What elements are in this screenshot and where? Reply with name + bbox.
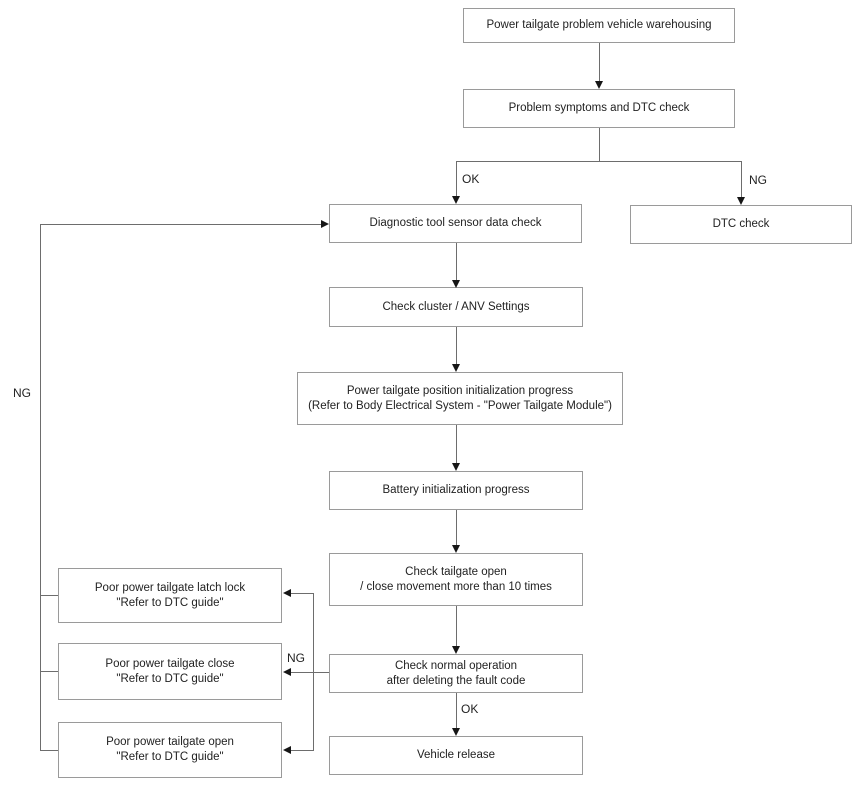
edge-label-ok-branch: OK (462, 172, 480, 186)
node-vehicle-release: Vehicle release (329, 736, 583, 775)
arrowhead-down-vehicle-release-icon (452, 728, 460, 736)
edge-label-ng-branch: NG (749, 173, 767, 187)
edge-label-ng-left-feedback: NG (13, 386, 31, 400)
arrowhead-left-poor-latch-icon (283, 589, 291, 597)
node-symptoms-dtc-check: Problem symptoms and DTC check (463, 89, 735, 128)
connector-branch-horizontal (456, 161, 742, 162)
arrowhead-left-poor-open-icon (283, 746, 291, 754)
connector-left-feedback-vertical (40, 224, 41, 751)
node-poor-open: Poor power tailgate open "Refer to DTC g… (58, 722, 282, 778)
connector-position-init-to-battery (456, 425, 457, 463)
arrowhead-down-cluster-icon (452, 280, 460, 288)
arrowhead-down-diagnostic-icon (452, 196, 460, 204)
node-poor-close: Poor power tailgate close "Refer to DTC … (58, 643, 282, 700)
connector-poor-close-left-stub (40, 671, 58, 672)
arrowhead-down-normal-operation-icon (452, 646, 460, 654)
node-warehousing-label: Power tailgate problem vehicle warehousi… (486, 19, 712, 32)
node-position-initialization: Power tailgate position initialization p… (297, 372, 623, 425)
connector-ng-loop-to-poor-close (291, 672, 329, 673)
node-position-initialization-line2: (Refer to Body Electrical System - "Powe… (308, 399, 612, 412)
node-battery-initialization-label: Battery initialization progress (382, 484, 530, 497)
connector-poor-open-left-stub (40, 750, 58, 751)
node-diagnostic-tool-sensor-data-check: Diagnostic tool sensor data check (329, 204, 582, 243)
node-check-normal-operation-line2: after deleting the fault code (386, 674, 526, 687)
node-cluster-label: Check cluster / ANV Settings (382, 300, 530, 313)
arrowhead-down-position-init-icon (452, 364, 460, 372)
node-poor-open-line2: "Refer to DTC guide" (116, 751, 224, 763)
node-warehousing: Power tailgate problem vehicle warehousi… (463, 8, 735, 43)
node-poor-latch-lock-line2: "Refer to DTC guide" (116, 596, 224, 609)
node-dtc-check-label: DTC check (712, 218, 770, 231)
node-check-normal-operation: Check normal operation after deleting th… (329, 654, 583, 693)
connector-poor-latch-left-stub (40, 595, 58, 596)
arrowhead-down-battery-icon (452, 463, 460, 471)
connector-warehousing-to-symptoms (599, 43, 600, 81)
node-poor-latch-lock: Poor power tailgate latch lock "Refer to… (58, 568, 282, 623)
connector-open-close-to-normal-operation (456, 606, 457, 646)
node-poor-latch-lock-line1: Poor power tailgate latch lock (94, 581, 246, 594)
connector-ok-to-diagnostic (456, 161, 457, 196)
connector-left-feedback-to-diagnostic (40, 224, 321, 225)
connector-ng-loop-vertical (313, 593, 314, 751)
arrowhead-right-diagnostic-icon (321, 220, 329, 228)
node-diagnostic-label: Diagnostic tool sensor data check (369, 217, 542, 230)
node-poor-close-line1: Poor power tailgate close (105, 657, 235, 670)
node-open-close-check-line2: / close movement more than 10 times (360, 580, 552, 593)
connector-ng-loop-to-poor-latch (291, 593, 313, 594)
connector-symptoms-down (599, 128, 600, 161)
connector-normal-operation-to-release (456, 693, 457, 728)
edge-label-ng-loop: NG (287, 651, 305, 665)
node-check-normal-operation-line1: Check normal operation (394, 659, 518, 672)
node-poor-open-line1: Poor power tailgate open (106, 736, 234, 749)
arrowhead-down-dtc-check-icon (737, 197, 745, 205)
node-poor-close-line2: "Refer to DTC guide" (116, 672, 224, 685)
connector-cluster-to-position-init (456, 327, 457, 364)
node-vehicle-release-label: Vehicle release (417, 749, 495, 762)
arrowhead-down-open-close-check-icon (452, 545, 460, 553)
node-open-close-check: Check tailgate open / close movement mor… (329, 553, 583, 606)
node-check-cluster-anv-settings: Check cluster / ANV Settings (329, 287, 583, 327)
node-position-initialization-line1: Power tailgate position initialization p… (346, 384, 574, 397)
arrowhead-left-poor-close-icon (283, 668, 291, 676)
node-dtc-check: DTC check (630, 205, 852, 244)
edge-label-ok-release: OK (461, 702, 479, 716)
connector-battery-to-open-close-check (456, 510, 457, 545)
node-battery-initialization: Battery initialization progress (329, 471, 583, 510)
connector-ng-to-dtc-check (741, 161, 742, 197)
node-open-close-check-line1: Check tailgate open (405, 565, 507, 578)
connector-ng-loop-to-poor-open (291, 750, 313, 751)
arrowhead-down-symptoms-icon (595, 81, 603, 89)
node-symptoms-dtc-check-label: Problem symptoms and DTC check (508, 102, 690, 115)
connector-diagnostic-to-cluster (456, 243, 457, 280)
